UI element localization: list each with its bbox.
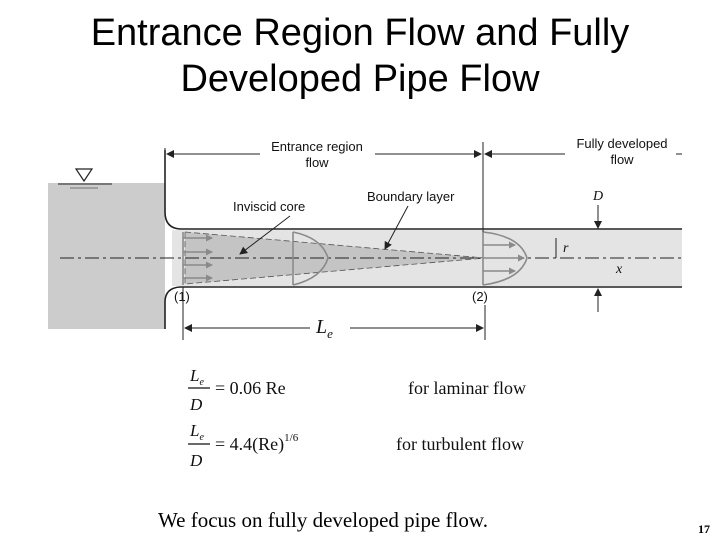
boundary-layer-label: Boundary layer	[367, 189, 455, 204]
turbulent-equation: Le D = 4.4(Re)1/6 for turbulent flow	[188, 421, 524, 470]
inviscid-core-label: Inviscid core	[233, 199, 305, 214]
laminar-equation: Le D = 0.06 Re for laminar flow	[188, 366, 526, 414]
boundary-layer-leader	[384, 205, 409, 250]
developing-velocity-profile	[292, 231, 329, 286]
laminar-numerator: Le	[189, 366, 204, 388]
entrance-region-label-1: Entrance region	[271, 139, 363, 154]
reservoir-water	[48, 183, 165, 329]
turbulent-numerator: Le	[189, 421, 204, 443]
laminar-condition: for laminar flow	[408, 378, 526, 398]
reservoir-wall-lower	[164, 286, 682, 329]
turbulent-rhs: = 4.4(Re)1/6	[215, 432, 299, 455]
station-1-label: (1)	[174, 289, 190, 304]
axial-label: x	[615, 262, 623, 277]
page-number: 17	[698, 522, 710, 536]
fully-developed-label-2: flow	[610, 152, 634, 167]
radius-label: r	[563, 241, 569, 256]
title-line-2: Developed Pipe Flow	[180, 58, 540, 100]
footnote: We focus on fully developed pipe flow.	[158, 508, 488, 532]
diameter-label: D	[592, 189, 603, 204]
inviscid-core-leader	[239, 215, 291, 255]
station-2-label: (2)	[472, 289, 488, 304]
slide-title: Entrance Region Flow and Fully Developed…	[0, 10, 720, 102]
turbulent-denominator: D	[189, 451, 203, 470]
title-line-1: Entrance Region Flow and Fully	[90, 12, 630, 54]
entrance-region-label-2: flow	[305, 155, 329, 170]
free-surface-icon	[58, 168, 112, 189]
laminar-denominator: D	[189, 395, 203, 414]
entrance-length-symbol: Le	[315, 316, 333, 341]
fully-developed-label-1: Fully developed	[576, 136, 667, 151]
turbulent-condition: for turbulent flow	[396, 434, 524, 454]
laminar-rhs: = 0.06 Re	[215, 378, 286, 398]
uniform-velocity-profile	[182, 232, 213, 285]
reservoir-wall	[164, 150, 682, 230]
fully-developed-velocity-profile	[482, 231, 528, 286]
